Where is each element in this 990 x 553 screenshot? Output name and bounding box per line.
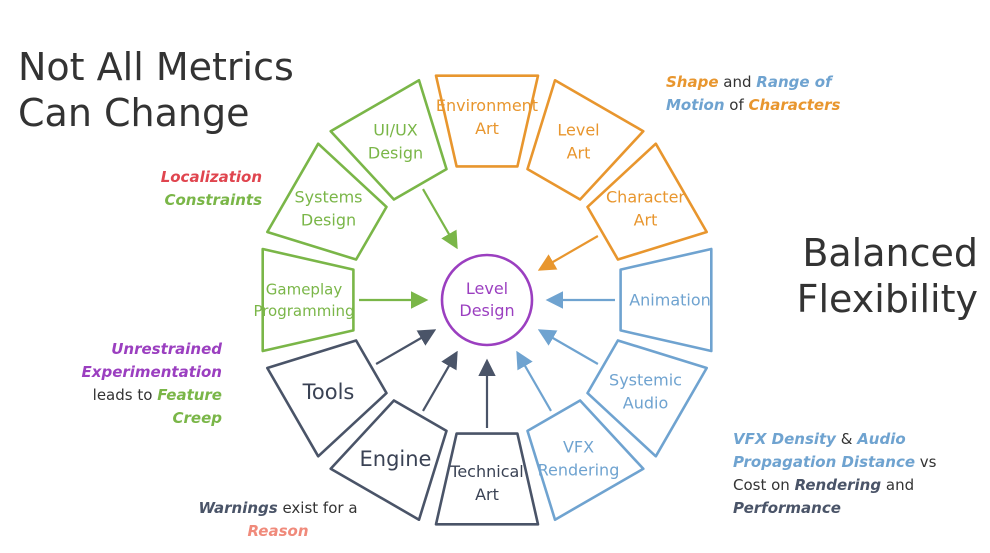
note-text-run: VFX Density: [733, 430, 836, 448]
segment-character-art: [586, 142, 709, 261]
segment-tools: [265, 339, 388, 458]
note-text-run: Shape: [666, 73, 719, 91]
warnings-line-2: Reason: [190, 520, 366, 543]
experimentation-line-1: Unrestrained: [82, 338, 222, 361]
segment-systemic-audio: [586, 339, 709, 458]
vfx-line-2: Propagation Distance vs: [733, 451, 937, 474]
note-text-run: Performance: [733, 499, 841, 517]
shape-line-2: Motion of Characters: [666, 94, 840, 117]
arrow-vfx-rendering-to-level-design: [516, 350, 552, 412]
vfx-line-4: Performance: [733, 497, 937, 520]
segment-engine: [329, 399, 448, 522]
segment-ui-ux-design-label-line-2: Design: [368, 144, 423, 163]
note-text-run: Warnings: [198, 499, 278, 517]
vfx-line-3: Cost on Rendering and: [733, 474, 937, 497]
note-text-run: &: [835, 430, 858, 448]
title-right: Balanced Flexibility: [797, 230, 978, 322]
note-text-run: Cost on: [733, 476, 795, 494]
note-text-run: Range of: [756, 73, 832, 91]
segment-gameplay-programming-label-line-2: Programming: [253, 302, 354, 320]
localization-line-2: Constraints: [161, 189, 262, 212]
segment-ui-ux-design: [329, 79, 448, 201]
segment-systems-design: [265, 142, 388, 261]
note-text-run: Characters: [748, 96, 841, 114]
segment-ui-ux-design-label-line-1: UI/UX: [373, 121, 418, 140]
segment-systems-design-label-line-1: Systems: [295, 188, 363, 207]
segment-systemic-audio-label-line-1: Systemic: [609, 371, 682, 390]
segment-vfx-rendering: [526, 399, 645, 522]
segment-engine-label-line-1: Engine: [360, 447, 432, 471]
segment-vfx-rendering-label-line-2: Rendering: [538, 461, 620, 480]
experimentation-line-4: Creep: [82, 407, 223, 430]
title-right-line-2: Flexibility: [796, 277, 978, 321]
segment-level-art-label-line-1: Level: [557, 121, 599, 140]
note-text-run: exist for a: [277, 499, 358, 517]
segment-character-art-label-line-2: Art: [634, 211, 658, 230]
arrow-systemic-audio-to-level-design: [537, 329, 599, 365]
segment-gameplay-programming: [261, 247, 355, 353]
segment-animation: [619, 247, 713, 353]
title-left-line-2: Can Change: [18, 91, 250, 135]
segment-tools-label-line-1: Tools: [302, 380, 355, 404]
title-left: Not All Metrics Can Change: [18, 44, 294, 136]
segment-technical-art-label-line-2: Art: [475, 485, 499, 504]
segment-animation-label-line-1: Animation: [629, 291, 711, 310]
segment-technical-art: [434, 432, 540, 526]
note-text-run: Motion: [666, 96, 725, 114]
level-design-label-line-1: Level: [466, 279, 508, 298]
note-text-run: leads to: [92, 386, 158, 404]
shape-line-1: Shape and Range of: [666, 71, 840, 94]
title-left-line-1: Not All Metrics: [18, 45, 294, 89]
note-text-run: Creep: [172, 409, 223, 427]
arrow-ui-ux-design-to-level-design: [422, 188, 458, 250]
note-text-run: and: [881, 476, 915, 494]
experimentation-line-2: Experimentation: [82, 361, 222, 384]
note-text-run: vs: [915, 453, 937, 471]
segment-systemic-audio-label-line-2: Audio: [623, 394, 668, 413]
note-text-run: Experimentation: [81, 363, 222, 381]
vfx-line-1: VFX Density & Audio: [733, 428, 937, 451]
note-text-run: of: [724, 96, 749, 114]
title-right-line-1: Balanced: [802, 231, 978, 275]
segment-level-art: [526, 79, 645, 201]
arrow-engine-to-level-design: [422, 350, 458, 412]
arrow-character-art-to-level-design: [537, 235, 599, 271]
segment-environment-art: [434, 74, 540, 168]
note-text-run: Reason: [247, 522, 309, 540]
segment-gameplay-programming-label-line-1: Gameplay: [266, 280, 343, 298]
note-text-run: Feature: [157, 386, 222, 404]
note-text-run: Audio: [857, 430, 906, 448]
note-text-run: Unrestrained: [111, 340, 222, 358]
note-text-run: Constraints: [164, 191, 262, 209]
segment-level-art-label-line-2: Art: [567, 144, 591, 163]
segment-environment-art-label-line-1: Environment: [436, 96, 538, 115]
warnings-line-1: Warnings exist for a: [190, 497, 366, 520]
segment-technical-art-label-line-1: Technical: [449, 462, 523, 481]
note-warnings-exist: Warnings exist for a Reason: [190, 497, 366, 543]
arrow-tools-to-level-design: [375, 329, 437, 365]
note-text-run: Rendering: [794, 476, 882, 494]
segment-environment-art-label-line-2: Art: [475, 119, 499, 138]
note-text-run: and: [718, 73, 757, 91]
note-text-run: Localization: [160, 168, 262, 186]
localization-line-1: Localization: [161, 166, 262, 189]
note-text-run: Propagation Distance: [733, 453, 916, 471]
level-design-circle: [440, 253, 534, 347]
segment-vfx-rendering-label-line-1: VFX: [563, 438, 594, 457]
segment-systems-design-label-line-2: Design: [301, 211, 356, 230]
level-design-label-line-2: Design: [459, 301, 514, 320]
segment-character-art-label-line-1: Character: [606, 188, 685, 207]
experimentation-line-3: leads to Feature: [82, 384, 222, 407]
